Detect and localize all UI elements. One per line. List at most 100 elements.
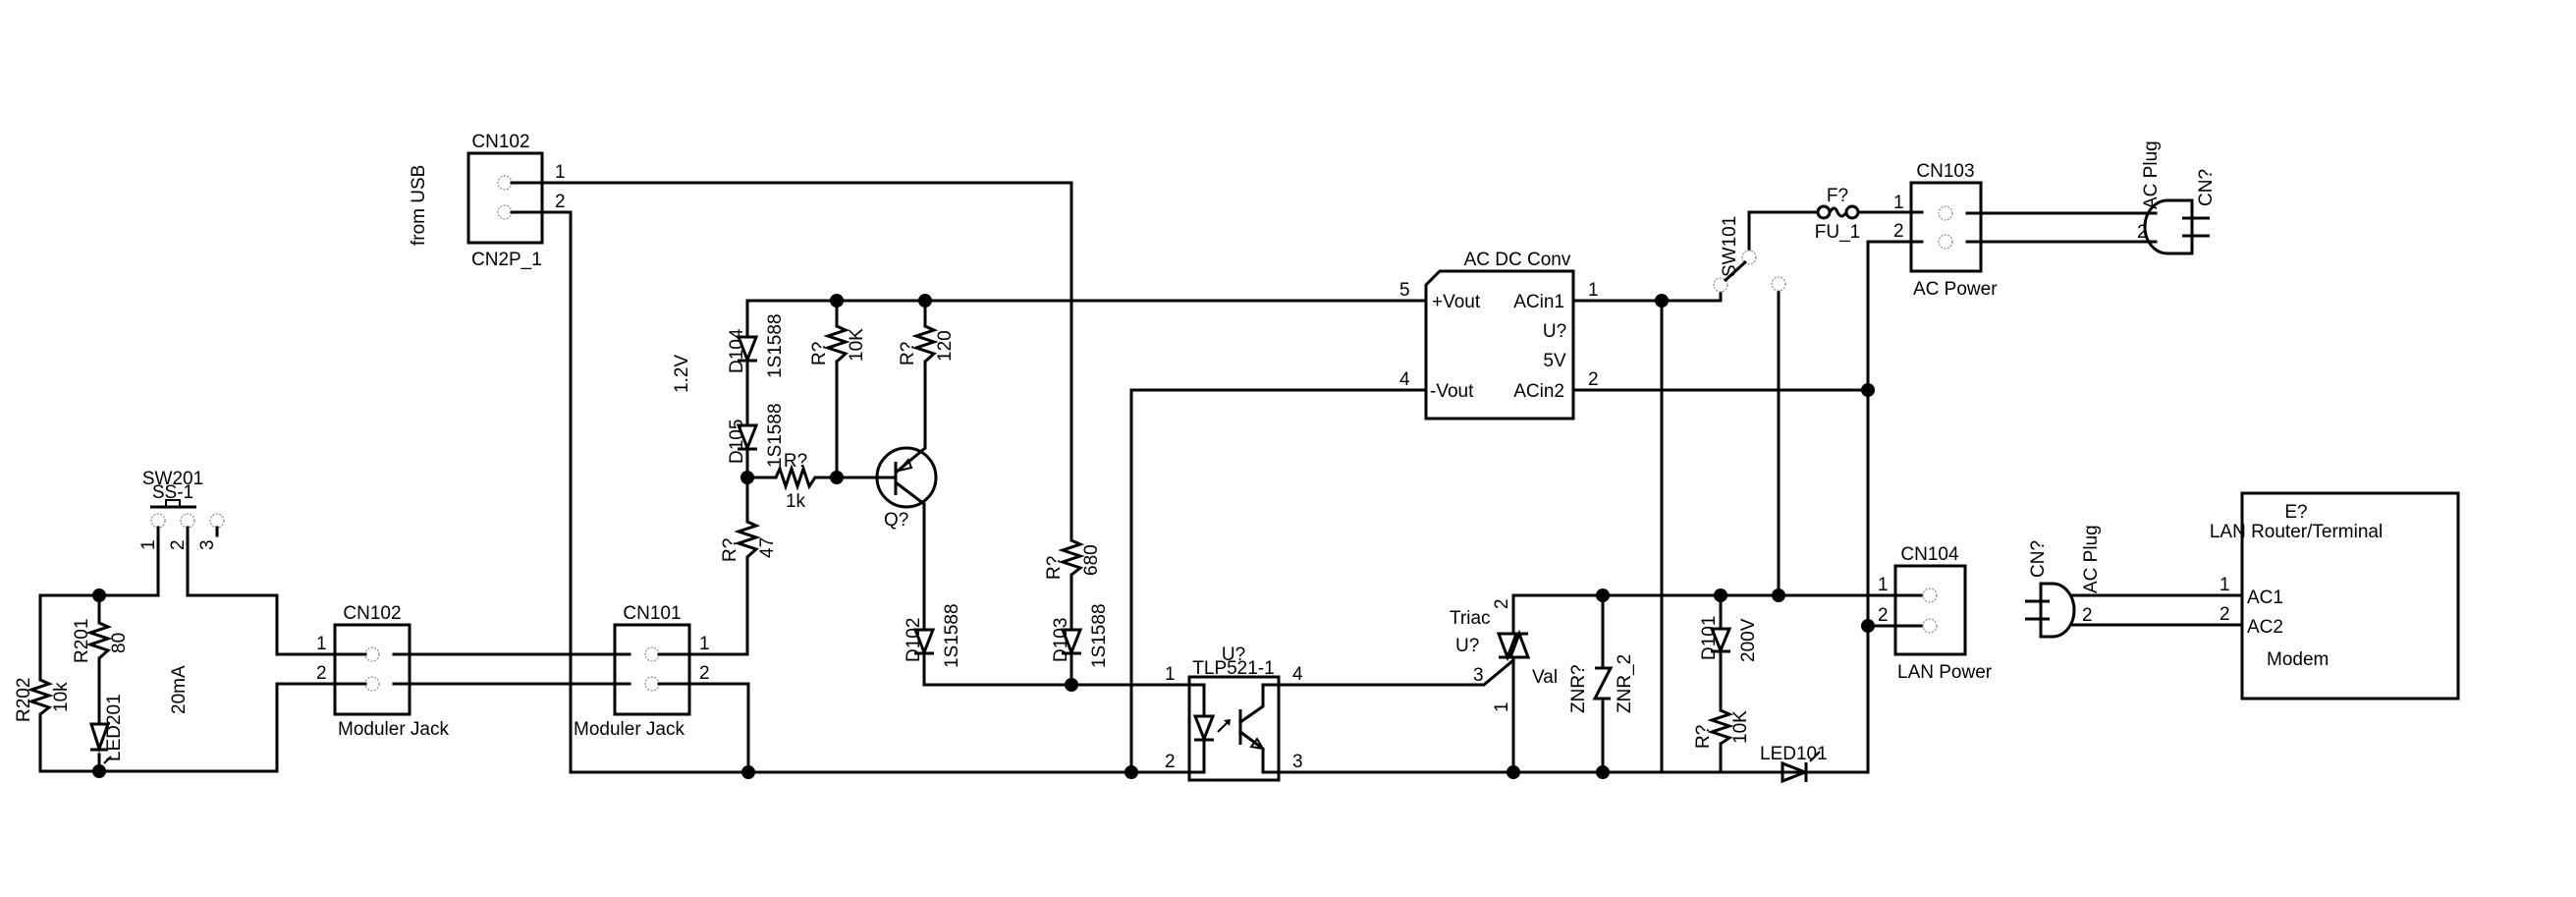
voltage-note: 1.2V [672,355,692,393]
cn102-jack-value: Moduler Jack [338,719,449,740]
cn102-usb-pin1: 1 [555,162,566,183]
cn102-jack-connector[interactable]: CN102 Moduler Jack 1 2 [316,603,449,740]
r-680-value: 680 [1081,544,1102,576]
plug-bottom-value: AC Plug [2081,525,2102,593]
sw101-switch[interactable]: SW101 [1713,216,1786,293]
cn101-jack-connector[interactable]: CN101 Moduler Jack 1 2 [574,603,710,740]
d101-diode: D101 200V [1699,616,1759,662]
fuse: F? FU_1 [1815,186,1860,243]
plug-top-pin2: 2 [2137,222,2148,243]
opto-pin2: 2 [1165,752,1176,772]
d105-diode: D105 1S1588 [727,403,786,468]
led101-diode: LED101 [1760,744,1828,784]
opto-pin3: 3 [1292,752,1303,772]
router-ref: E? [2284,502,2307,523]
sw201-value: SS-1 [152,482,193,503]
fuse-value: FU_1 [1815,222,1860,243]
led201-ref: LED201 [104,694,125,761]
acdc-converter[interactable]: AC DC Conv +Vout -Vout ACin1 ACin2 U? 5V… [1399,250,1599,420]
cn101-jack-value: Moduler Jack [574,719,685,740]
r-1k-value: 1k [786,491,806,512]
tlp521-optocoupler[interactable]: U? TLP521-1 1 2 3 4 [1165,645,1303,782]
from-usb-note: from USB [409,165,429,246]
r-120-ref: R? [898,342,918,365]
cn103-pin1: 1 [1893,193,1904,213]
main-wires [510,181,2244,779]
q-transistor: Q? [875,446,938,531]
cn102-usb-connector[interactable]: CN102 CN2P_1 1 2 [466,132,566,270]
r201-value: 80 [109,633,130,653]
r-680-resistor: R? 680 [1044,538,1102,580]
q-ref: Q? [884,510,908,531]
cn102-jack-ref: CN102 [343,603,401,624]
r-47-value: 47 [757,537,778,558]
znr-value: ZNR_2 [1615,654,1635,713]
sw201-switch[interactable]: SW201 SS-1 1 2 3 [138,469,225,550]
cn103-ref: CN103 [1916,161,1974,182]
d101-ref: D101 [1699,616,1720,660]
d101-value: 200V [1738,618,1759,662]
sw101-ref: SW101 [1720,216,1740,277]
loop-current-note: 20mA [169,665,190,714]
router-title: LAN Router/Terminal [2210,522,2383,542]
plug-top-ref: CN? [2196,169,2217,206]
d103-diode: D103 1S1588 [1051,603,1110,668]
acdc-title: AC DC Conv [1464,250,1571,270]
r-680-ref: R? [1044,556,1065,580]
r202-value: 10k [51,682,72,712]
r-120-value: 120 [935,330,956,362]
opto-pin1: 1 [1165,664,1176,685]
acdc-pin-vout-plus: +Vout [1432,292,1481,312]
znr-varistor: ZNR? ZNR_2 [1568,654,1635,713]
cn102-usb-pin2: 2 [555,192,566,212]
opto-pin4: 4 [1292,664,1303,685]
r-47-resistor: R? 47 [720,520,778,562]
acdc-pin-acin2: ACin2 [1513,381,1564,402]
acdc-pin2: 2 [1588,369,1599,390]
acdc-pin4: 4 [1399,369,1410,390]
r-10k-resistor: R? 10K [809,324,867,365]
r-47-ref: R? [720,538,740,562]
d105-ref: D105 [727,420,747,464]
router-pin-ac1: AC1 [2247,588,2283,608]
left-loop-wires [38,526,337,778]
fuse-ref: F? [1827,186,1848,206]
r202-resistor: R202 10k [14,678,72,722]
router-pin1: 1 [2220,575,2230,595]
plug-top-value: AC Plug [2141,140,2162,209]
led201-diode: LED201 [88,694,125,764]
acdc-value: 5V [1543,351,1566,371]
triac-value: Val [1532,667,1558,688]
d102-ref: D102 [904,618,924,662]
cn104-ref: CN104 [1900,544,1959,565]
sw201-ref: SW201 [142,469,203,489]
d102-value: 1S1588 [942,603,962,668]
lan-router-block[interactable]: E? LAN Router/Terminal AC1 AC2 Modem 1 2 [2210,491,2460,701]
ac-plug-bottom[interactable]: CN? AC Plug 2 [2025,525,2102,639]
opto-value: TLP521-1 [1192,658,1274,679]
cn103-pin2: 2 [1893,221,1904,242]
router-value: Modem [2267,649,2329,670]
sw201-pin2: 2 [168,539,189,550]
plug-bottom-pin2: 2 [2082,605,2093,626]
r-10k-value: 10K [847,328,867,362]
sw201-pin3: 3 [197,539,218,550]
r-10k-ref: R? [809,342,830,365]
cn103-connector[interactable]: CN103 AC Power 1 2 [1893,161,1998,300]
znr-ref: ZNR? [1568,664,1589,713]
ac-plug-top[interactable]: AC Plug CN? 2 [2137,140,2217,255]
cn101-jack-pin2: 2 [699,663,710,684]
r201-resistor: R201 80 [72,619,130,663]
r-10k-b-resistor: R? 10K [1693,708,1751,749]
cn102-jack-pin2: 2 [316,663,327,684]
triac-pin3: 3 [1473,665,1484,686]
cn104-connector[interactable]: CN104 LAN Power 1 2 [1878,544,1993,683]
triac: Triac U? Val 3 1 2 [1450,598,1558,712]
d102-diode: D102 1S1588 [904,603,962,668]
r202-ref: R202 [14,678,34,722]
triac-pin2: 2 [1492,598,1512,609]
acdc-pin5: 5 [1399,280,1410,301]
triac-title: Triac [1450,608,1491,629]
led101-ref: LED101 [1760,744,1828,764]
router-pin2: 2 [2220,604,2230,625]
